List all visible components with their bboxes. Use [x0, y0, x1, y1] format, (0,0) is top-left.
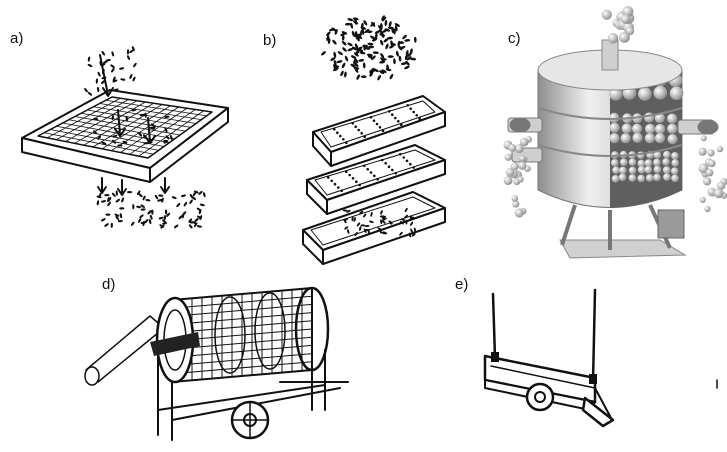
panel-a: a) [0, 0, 250, 250]
hand-sieve-tray-icon [0, 0, 250, 250]
panel-e: e) [445, 270, 727, 452]
panel-c: c) [480, 0, 727, 270]
panel-d: d) [80, 270, 380, 452]
stacked-sieve-trays-icon [255, 0, 475, 290]
rotary-drum-screen-icon [80, 270, 380, 452]
hanging-sieve-icon [445, 270, 727, 452]
panel-b: b) [255, 0, 475, 290]
vibratory-separator-icon [480, 0, 727, 270]
